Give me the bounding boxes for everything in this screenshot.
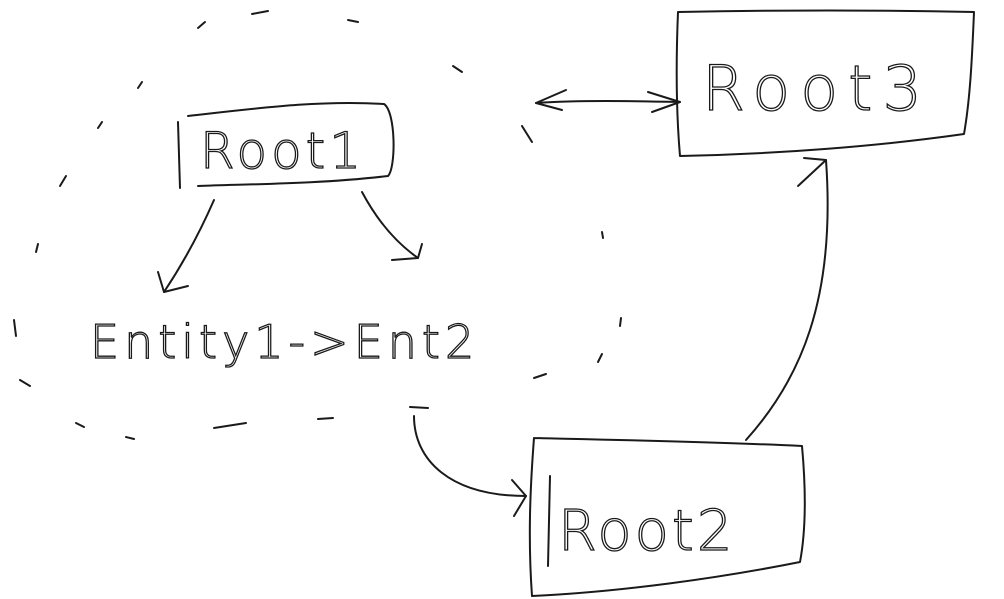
edge-root2-root3 (745, 157, 829, 441)
root1-label: Root1 (200, 122, 365, 180)
edge-cluster-root2 (413, 415, 527, 517)
aggregate-cluster-dashed (13, 10, 622, 440)
root2-box (528, 437, 806, 597)
root3-node: Root3 (675, 9, 975, 157)
root2-node: Root2 (528, 437, 806, 597)
edge-root1-entity1 (157, 199, 215, 293)
edge-cluster-root3-bidirectional (535, 89, 681, 113)
root1-box (177, 101, 395, 189)
root2-label: Root2 (558, 499, 736, 564)
root3-label: Root3 (702, 52, 932, 125)
entities-label: Entity1->Ent2 (90, 315, 479, 369)
root2-left-bar (547, 475, 551, 567)
entities-node: Entity1->Ent2 (89, 314, 479, 369)
edge-root1-ent2 (361, 191, 423, 261)
root3-box (675, 9, 975, 157)
root1-node: Root1 (177, 101, 395, 189)
